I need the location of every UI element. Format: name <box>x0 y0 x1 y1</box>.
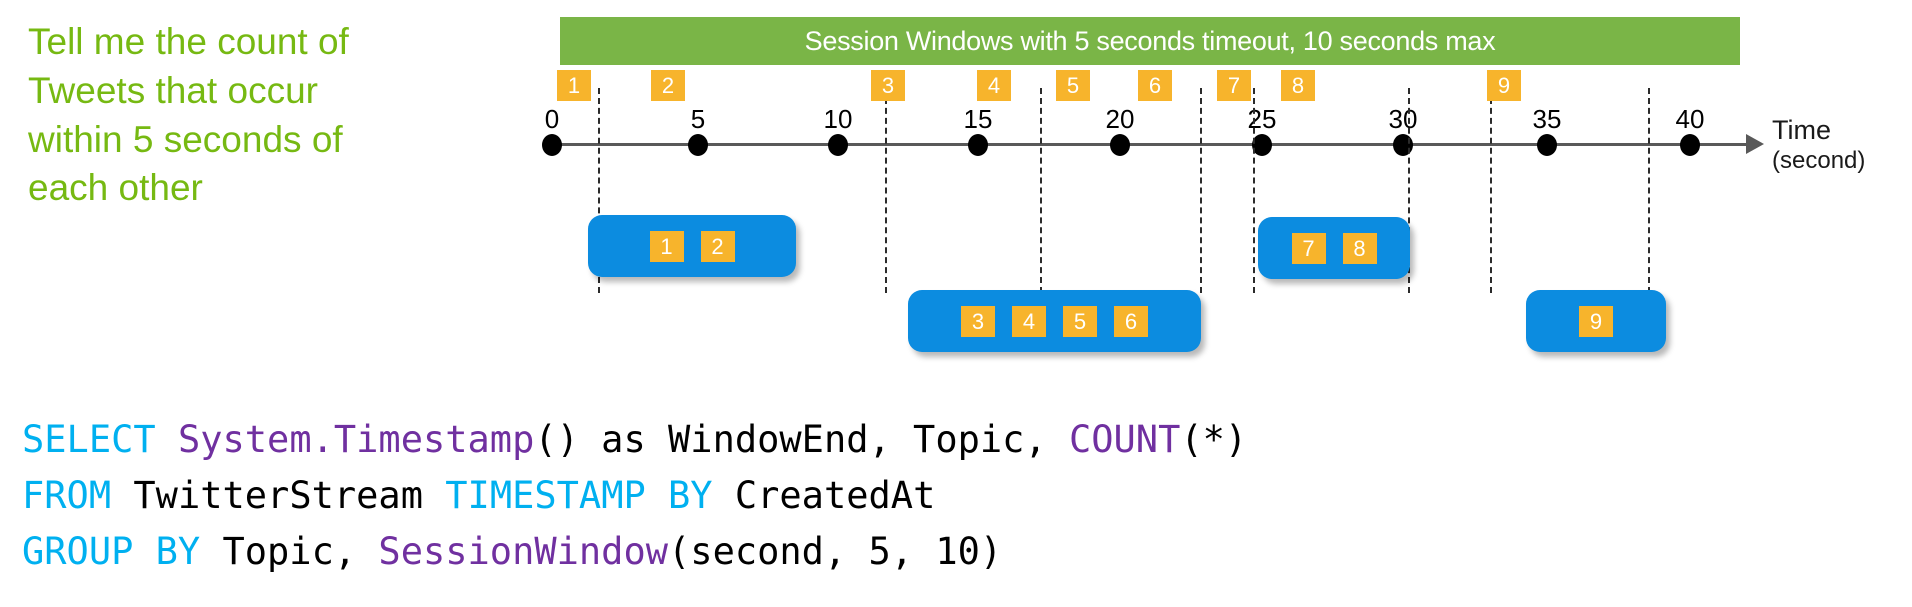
sql-token-2-2: TwitterStream <box>133 474 446 518</box>
session-window-banner: Session Windows with 5 seconds timeout, … <box>560 17 1740 65</box>
axis-tick-label-5: 5 <box>690 104 706 134</box>
session-chip-3: 3 <box>961 305 995 337</box>
axis-dot-40 <box>1680 134 1700 156</box>
tweet-marker-4: 4 <box>977 70 1011 101</box>
boundary-line-7 <box>1490 88 1492 293</box>
axis-dot-15 <box>968 134 988 156</box>
sql-token-1-1: SELECT <box>22 418 178 461</box>
boundary-line-1 <box>598 88 600 293</box>
boundary-line-8 <box>1648 88 1650 293</box>
session-chip-7: 7 <box>1291 232 1326 264</box>
sql-token-1-2: System.Timestamp <box>177 418 535 461</box>
session-chip-2: 2 <box>700 230 735 262</box>
axis-tick-label-0: 0 <box>544 104 560 134</box>
tweet-marker-5: 5 <box>1056 70 1090 101</box>
session-chip-4: 4 <box>1012 305 1046 337</box>
time-axis-unit-label: (second) <box>1772 147 1866 174</box>
tweet-marker-6: 6 <box>1138 70 1172 101</box>
boundary-line-6 <box>1408 88 1410 293</box>
sql-token-3-4: (second, 5, 10) <box>668 530 1003 574</box>
sql-token-2-3: TIMESTAMP BY <box>445 474 735 518</box>
time-axis-line <box>552 143 1752 146</box>
axis-tick-label-40: 40 <box>1675 104 1705 134</box>
tweet-marker-9: 9 <box>1487 70 1521 101</box>
axis-tick-label-15: 15 <box>963 104 993 134</box>
axis-dot-5 <box>688 134 708 156</box>
axis-tick-label-35: 35 <box>1532 104 1562 134</box>
session-chip-5: 5 <box>1063 305 1097 337</box>
axis-dot-10 <box>828 134 848 156</box>
sql-line-2: FROM TwitterStream TIMESTAMP BY CreatedA… <box>22 468 1247 524</box>
boundary-line-4 <box>1200 88 1202 293</box>
time-axis-label: Time <box>1772 115 1831 145</box>
sql-token-2-4: CreatedAt <box>734 474 936 518</box>
axis-tick-label-30: 30 <box>1388 104 1418 134</box>
tweet-marker-8: 8 <box>1281 70 1315 101</box>
axis-dot-35 <box>1537 134 1557 156</box>
sql-query-block: SELECT System.Timestamp() as WindowEnd, … <box>22 412 1247 581</box>
question-text: Tell me the count of Tweets that occur w… <box>28 21 349 209</box>
axis-dot-25 <box>1252 134 1272 156</box>
session-window-4: 9 <box>1526 290 1666 352</box>
axis-tick-label-25: 25 <box>1247 104 1277 134</box>
sql-token-1-4: COUNT <box>1068 418 1181 461</box>
sql-token-3-3: SessionWindow <box>378 530 669 574</box>
session-chip-9: 9 <box>1579 305 1613 337</box>
session-chip-1: 1 <box>649 230 684 262</box>
session-chip-6: 6 <box>1114 305 1148 337</box>
axis-dot-30 <box>1393 134 1413 156</box>
sql-token-1-3: () as WindowEnd, Topic, <box>534 418 1069 461</box>
sql-line-3: GROUP BY Topic, SessionWindow(second, 5,… <box>22 524 1247 580</box>
axis-dot-0 <box>542 134 562 156</box>
boundary-line-5 <box>1253 88 1255 293</box>
tweet-marker-3: 3 <box>871 70 905 101</box>
boundary-line-3 <box>1040 88 1042 293</box>
axis-tick-label-20: 20 <box>1105 104 1135 134</box>
time-axis-arrow-icon <box>1746 134 1764 154</box>
session-chip-8: 8 <box>1342 232 1377 264</box>
session-window-banner-label: Session Windows with 5 seconds timeout, … <box>804 26 1496 56</box>
sql-token-1-5: (*) <box>1180 418 1248 461</box>
axis-tick-label-10: 10 <box>823 104 853 134</box>
tweet-marker-7: 7 <box>1217 70 1251 101</box>
sql-token-2-1: FROM <box>22 474 134 518</box>
sql-token-3-1: GROUP BY <box>22 530 223 574</box>
axis-dot-20 <box>1110 134 1130 156</box>
boundary-line-2 <box>885 88 887 293</box>
session-window-diagram: Session Windows with 5 seconds timeout, … <box>542 17 1866 352</box>
sql-line-1: SELECT System.Timestamp() as WindowEnd, … <box>22 412 1247 468</box>
tweet-marker-1: 1 <box>557 70 591 101</box>
tweet-marker-2: 2 <box>651 70 685 101</box>
sql-token-3-2: Topic, <box>222 530 379 574</box>
